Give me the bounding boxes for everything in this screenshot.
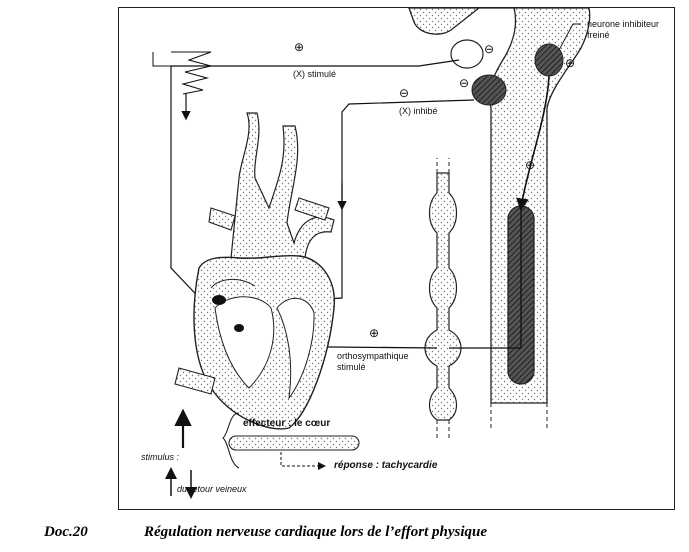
aortic-arch <box>230 112 335 259</box>
inhibitor-state-label: freiné <box>587 30 610 40</box>
plus-sign-spinal-fiber: ⊕ <box>525 158 536 172</box>
minus-sign-nucleus: ⊖ <box>484 42 495 56</box>
effector-label: effecteur : le cœur <box>243 418 331 429</box>
x-stimulated-label: (X) stimulé <box>293 69 337 79</box>
minus-sign-inhibited-nucleus: ⊖ <box>459 76 470 90</box>
plus-sign-x-stimulated: ⊕ <box>294 40 305 54</box>
sinus-node <box>212 295 226 305</box>
plus-sign-inhibitor-neuron: ⊕ <box>565 56 576 70</box>
x-inhibited-label: (X) inhibé <box>399 106 438 116</box>
vena-cava <box>174 367 216 395</box>
inhibitor-neuron-label: neurone inhibiteur <box>587 19 660 29</box>
sympathetic-chain <box>424 172 462 421</box>
stimulus-label: stimulus : <box>141 452 180 462</box>
caption: Doc.20 Régulation nerveuse cardiaque lor… <box>0 524 689 548</box>
cardio-moderator-nucleus <box>450 39 484 69</box>
caption-title: Régulation nerveuse cardiaque lors de l’… <box>144 524 488 540</box>
diagram-drawing <box>152 8 591 499</box>
minus-sign-x-inhibited: ⊖ <box>399 86 410 100</box>
response-label: réponse : tachycardie <box>334 460 438 471</box>
brace <box>222 412 240 469</box>
effector-tube <box>228 435 360 451</box>
plus-sign-orthosympathetic: ⊕ <box>369 326 380 340</box>
venous-return-label: du retour veineux <box>177 484 247 494</box>
caption-doc-number: Doc.20 <box>44 524 88 540</box>
baroreceptor <box>171 51 212 95</box>
inhibitor-neuron-body <box>534 43 564 77</box>
diagram-frame: ⊕ ⊖ ⊖ ⊖ ⊕ ⊕ ⊕ neurone inhibiteur freiné … <box>118 7 675 510</box>
inhibited-nucleus <box>471 74 507 106</box>
orthosympathetic-state-label: stimulé <box>337 362 366 372</box>
orthosympathetic-label: orthosympathique <box>337 351 409 361</box>
